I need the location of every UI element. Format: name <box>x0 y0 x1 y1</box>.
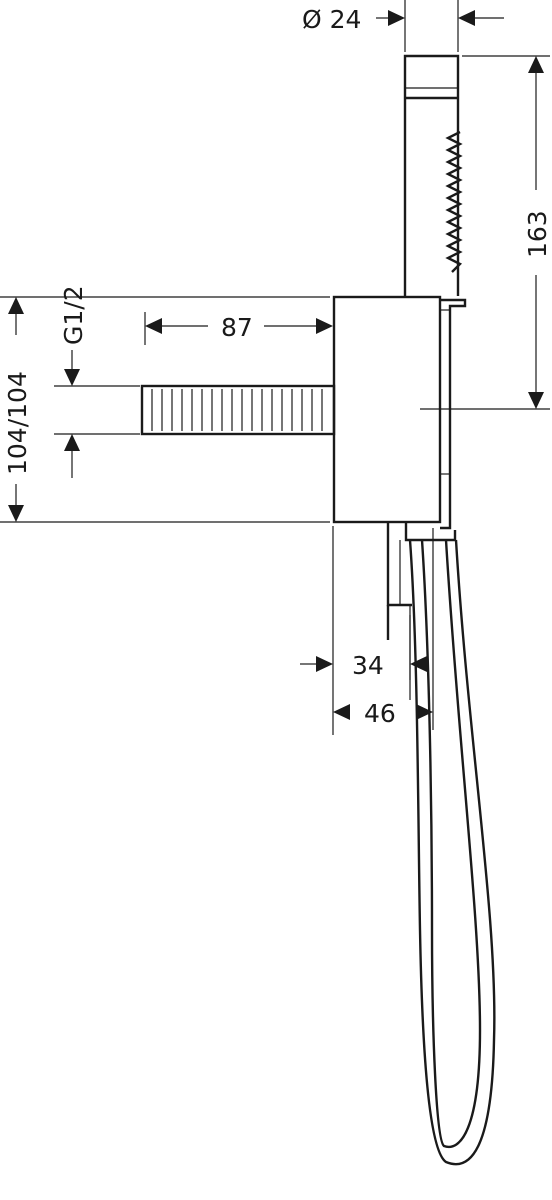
mount-height-label: 104/104 <box>3 371 32 475</box>
dimension-mount-height: 104/104 <box>0 296 330 523</box>
projection-outer-label: 46 <box>364 699 396 728</box>
dimension-diameter: Ø 24 <box>302 0 504 52</box>
spray-nozzles <box>445 130 463 273</box>
connection-pipe <box>386 522 412 700</box>
dimension-thread: G1/2 <box>54 285 140 478</box>
shower-hose <box>408 539 496 1166</box>
projection-inner-label: 34 <box>352 651 384 680</box>
wall-holder-body <box>332 295 467 542</box>
dimension-projection-inner: 34 <box>300 526 427 735</box>
outlet-depth-label: 87 <box>221 313 253 342</box>
shower-length-label: 163 <box>523 210 552 258</box>
thread-label: G1/2 <box>59 285 88 345</box>
threaded-outlet <box>140 384 336 436</box>
dimension-shower-length: 163 <box>420 55 552 410</box>
diameter-label: Ø 24 <box>302 5 361 34</box>
hand-shower <box>403 54 463 296</box>
dimension-outlet-depth: 87 <box>144 312 333 345</box>
dimension-projection-outer: 46 <box>333 528 434 730</box>
